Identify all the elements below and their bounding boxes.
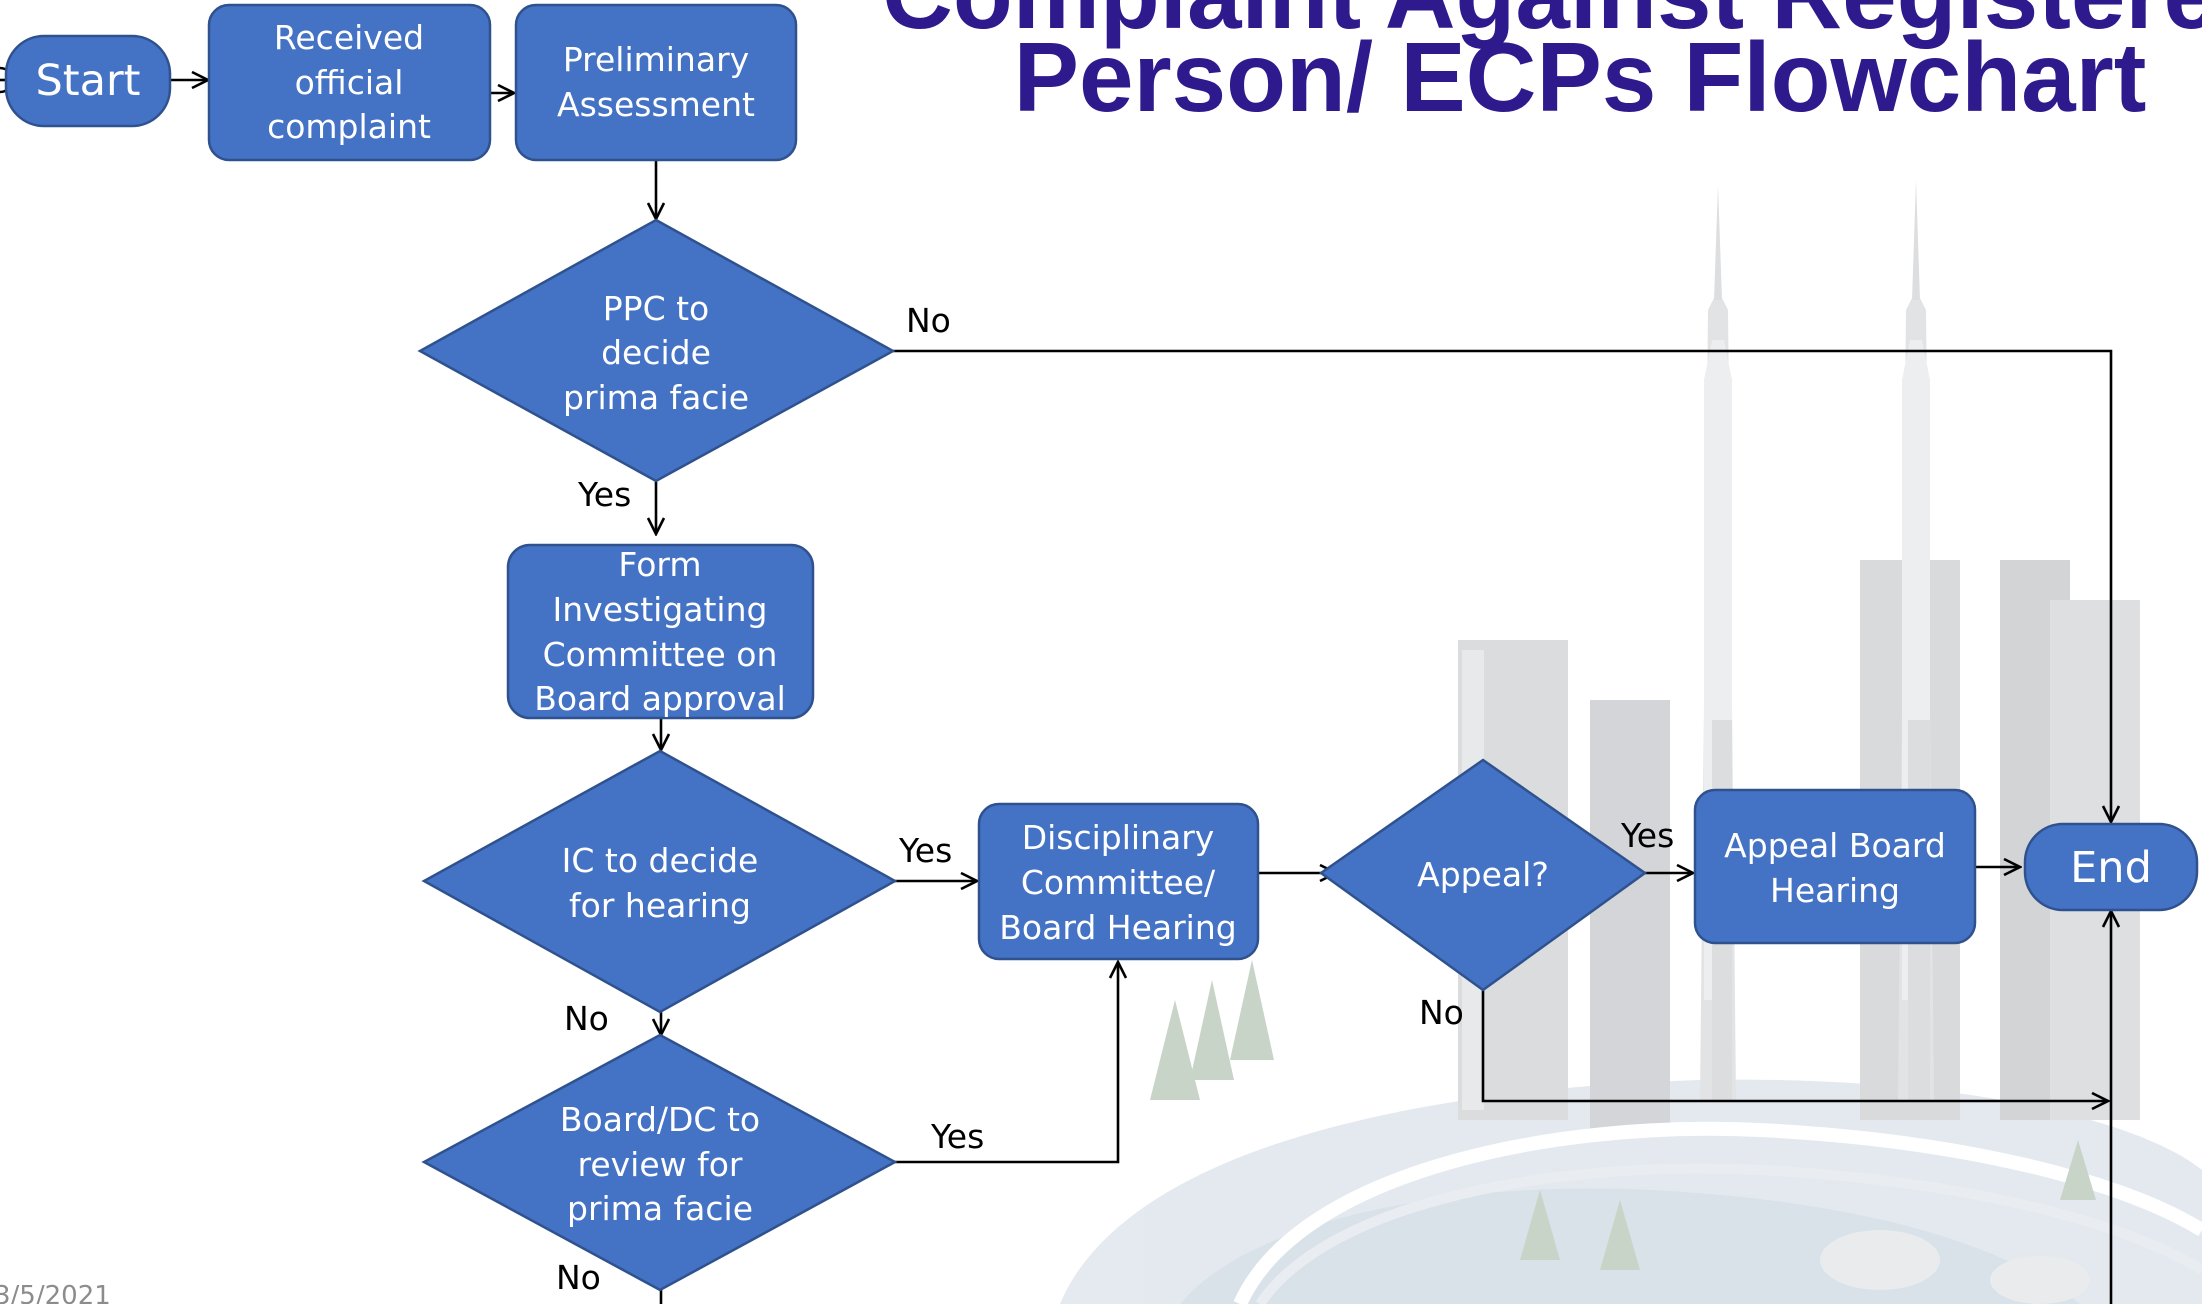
node-end-shape[interactable]	[2023, 822, 2199, 912]
node-ppc-line-2: decide	[601, 333, 711, 372]
node-appeal-shape[interactable]	[1318, 758, 1648, 992]
node-preliminary-assessment[interactable]: Preliminary Assessment	[514, 3, 798, 162]
node-form-ic-shape[interactable]	[506, 543, 815, 720]
node-appeal-board-line-1: Appeal Board	[1724, 826, 1946, 865]
node-disciplinary-line-2: Committee/	[1021, 863, 1216, 902]
label-ic-no: No	[564, 999, 609, 1038]
label-board-no: No	[556, 1258, 601, 1297]
label-ppc-no: No	[906, 301, 951, 340]
node-ppc-line-3: prima facie	[563, 378, 749, 417]
node-disciplinary-hearing[interactable]: Disciplinary Committee/ Board Hearing	[977, 802, 1260, 961]
node-start-line: Start	[35, 56, 140, 106]
slide-title: Complaint Against Registered Person/ ECP…	[882, 0, 2202, 132]
title-line-2: Person/ ECPs Flowchart	[1014, 22, 2147, 132]
node-appeal-line-1: Appeal?	[1417, 855, 1549, 894]
label-board-yes: Yes	[930, 1117, 984, 1156]
node-board-dc-line-2: review for	[578, 1145, 743, 1184]
node-board-dc-shape[interactable]	[421, 1033, 898, 1292]
node-preliminary-line-2: Assessment	[557, 85, 755, 124]
node-board-dc-line-3: prima facie	[567, 1189, 753, 1228]
node-end[interactable]: End	[2023, 822, 2199, 912]
label-ppc-yes: Yes	[577, 475, 631, 514]
connectors	[0, 66, 2111, 1304]
node-received-complaint[interactable]: Received official complaint	[207, 3, 492, 162]
node-received-line-3: complaint	[267, 107, 431, 146]
node-end-line: End	[2070, 843, 2152, 893]
node-ic-line-2: for hearing	[569, 886, 751, 925]
edge-labels: No Yes Yes No Yes No Yes No	[556, 301, 1674, 1297]
city-skyline-illustration	[1060, 180, 2202, 1304]
node-ppc-shape[interactable]	[417, 218, 896, 483]
node-form-investigating-committee[interactable]: Form Investigating Committee on Board ap…	[506, 543, 815, 720]
footer-date: 3/5/2021	[0, 1281, 111, 1304]
node-appeal-board-shape[interactable]	[1693, 788, 1977, 945]
node-appeal-decision[interactable]: Appeal?	[1318, 758, 1648, 992]
node-ic-line-1: IC to decide	[562, 841, 759, 880]
node-preliminary-shape[interactable]	[514, 3, 798, 162]
node-preliminary-line-1: Preliminary	[563, 40, 749, 79]
connector-board-yes-disciplinary	[895, 962, 1118, 1164]
connector-ppc-no-end	[893, 349, 2111, 822]
node-appeal-board-hearing[interactable]: Appeal Board Hearing	[1693, 788, 1977, 945]
node-form-ic-line-1: Form	[618, 545, 701, 584]
label-appeal-no: No	[1419, 993, 1464, 1032]
node-start[interactable]: Start	[4, 34, 172, 128]
node-received-line-1: Received	[274, 18, 424, 57]
node-board-dc-decision[interactable]: Board/DC to review for prima facie	[421, 1033, 898, 1292]
node-form-ic-line-2: Investigating	[553, 590, 768, 629]
label-appeal-yes: Yes	[1620, 816, 1674, 855]
title-line-1: Complaint Against Registered	[882, 0, 2202, 49]
label-ic-yes: Yes	[898, 831, 952, 870]
connector-appeal-no-end	[1481, 990, 2108, 1101]
node-received-line-2: official	[295, 63, 404, 102]
node-form-ic-line-3: Committee on	[543, 635, 778, 674]
node-received-shape[interactable]	[207, 3, 492, 162]
node-appeal-board-line-2: Hearing	[1770, 871, 1900, 910]
node-board-dc-line-1: Board/DC to	[560, 1100, 760, 1139]
node-disciplinary-line-1: Disciplinary	[1022, 818, 1215, 857]
node-ic-shape[interactable]	[421, 749, 898, 1014]
node-disciplinary-line-3: Board Hearing	[999, 908, 1236, 947]
node-ppc-line-1: PPC to	[603, 289, 709, 328]
node-ic-decision[interactable]: IC to decide for hearing	[421, 749, 898, 1014]
node-start-shape[interactable]	[4, 34, 172, 128]
node-disciplinary-shape[interactable]	[977, 802, 1260, 961]
node-ppc-decision[interactable]: PPC to decide prima facie	[417, 218, 896, 483]
node-form-ic-line-4: Board approval	[534, 679, 786, 718]
